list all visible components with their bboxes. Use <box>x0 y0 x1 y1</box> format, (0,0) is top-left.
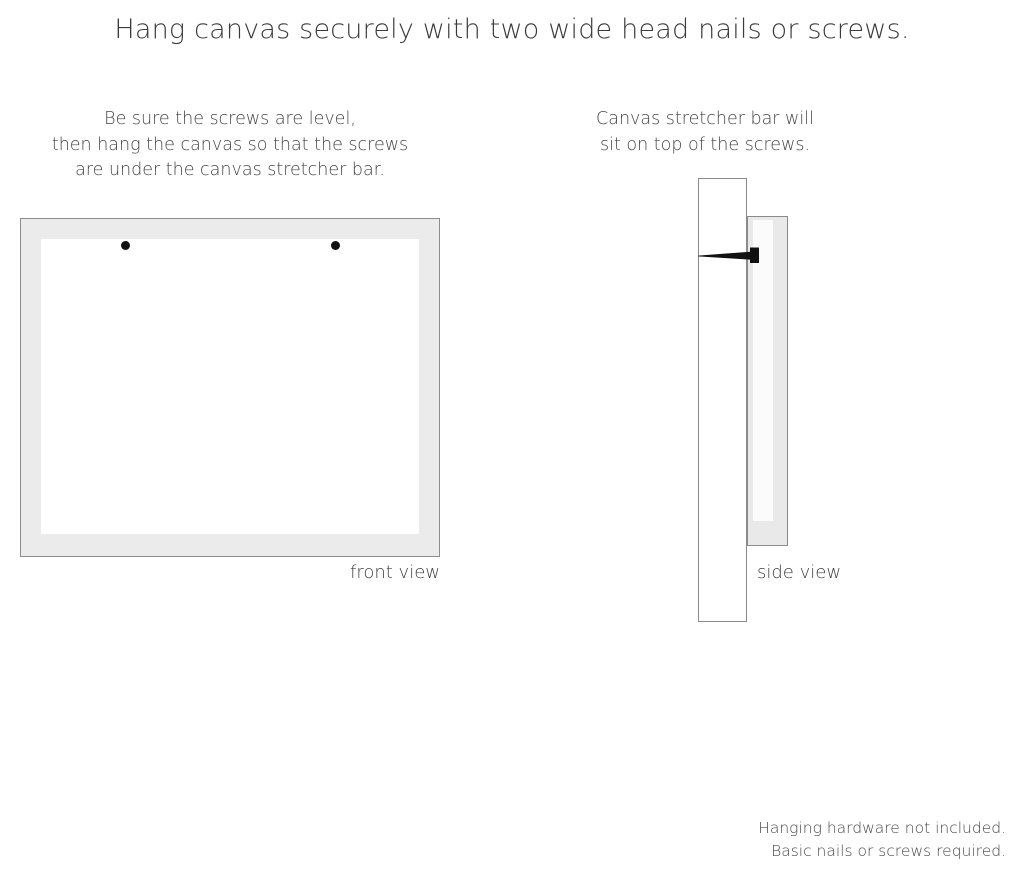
footer-note-line-1: Hanging hardware not included. <box>758 819 1006 837</box>
side-view-wall <box>698 178 747 622</box>
side-view-label: side view <box>757 562 842 583</box>
footer-note-line-2: Basic nails or screws required. <box>771 842 1006 860</box>
side-view-stretcher-bar <box>747 216 788 546</box>
side-view-caption-line-2: sit on top of the screws. <box>599 134 811 155</box>
front-view-caption-line-3: are under the canvas stretcher bar. <box>75 160 385 180</box>
footer-note: Hanging hardware not included. Basic nai… <box>758 817 1006 863</box>
side-view-canvas-face <box>753 220 773 521</box>
front-view-caption-line-1: Be sure the screws are level, <box>104 109 356 129</box>
front-view-label: front view <box>350 562 440 583</box>
screw-head-right-icon <box>331 241 340 250</box>
screw-head-left-icon <box>121 241 130 250</box>
front-view-caption: Be sure the screws are level, then hang … <box>20 107 440 184</box>
screw-side-icon <box>698 247 759 263</box>
side-view-caption: Canvas stretcher bar will sit on top of … <box>590 107 820 158</box>
front-view-canvas-face <box>41 239 419 534</box>
page-title: Hang canvas securely with two wide head … <box>114 14 910 45</box>
side-view-caption-line-1: Canvas stretcher bar will <box>596 109 814 129</box>
front-view-caption-line-2: then hang the canvas so that the screws <box>51 134 409 155</box>
front-view-canvas-frame <box>20 218 440 557</box>
